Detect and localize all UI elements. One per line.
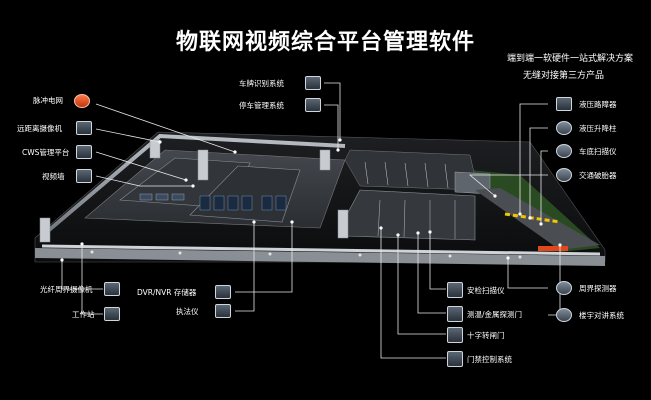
- subtitle-integration: 无缝对接第三方产品: [523, 68, 604, 81]
- label-dvr-nvr: DVR/NVR 存储器: [137, 288, 196, 298]
- label-cws-platform: CWS管理平台: [22, 148, 69, 158]
- video-wall-icon: [76, 169, 92, 183]
- label-turnstile: 十字转闸门: [467, 331, 505, 341]
- label-parking-management: 停车管理系统: [239, 101, 284, 111]
- label-pulse-fence: 脉冲电网: [33, 96, 63, 106]
- fiber-camera-icon: [104, 282, 120, 296]
- label-metal-detector-gate: 测温/金属探测门: [467, 310, 522, 320]
- hydraulic-barrier-icon: [556, 97, 572, 111]
- inspection-hall: [345, 190, 475, 240]
- red-barrier: [538, 246, 568, 251]
- dvr-nvr-icon: [215, 285, 231, 299]
- turnstile-icon: [447, 327, 463, 343]
- label-hydraulic-bollard: 液压升降柱: [579, 124, 617, 134]
- label-access-control: 门禁控制系统: [467, 355, 512, 365]
- label-law-enforcement-recorder: 执法仪: [176, 307, 199, 317]
- metal-detector-gate-icon: [447, 306, 463, 322]
- subtitle-solution: 端到端一软硬件一站式解决方案: [507, 51, 633, 64]
- label-fiber-perimeter-camera: 光纤周界摄像机: [40, 285, 93, 295]
- body-camera-icon: [215, 304, 231, 318]
- cws-monitor-icon: [76, 145, 92, 159]
- perimeter-detector-icon: [556, 281, 572, 295]
- intercom-icon: [556, 308, 572, 322]
- label-under-vehicle-scanner: 车底扫描仪: [579, 147, 617, 157]
- workstation-icon: [104, 307, 120, 321]
- long-range-camera-icon: [76, 121, 92, 135]
- plate-camera-icon: [305, 76, 321, 90]
- tire-breaker-icon: [556, 168, 572, 182]
- pulse-fence-icon: [74, 94, 90, 108]
- label-long-range-camera: 远距离摄像机: [17, 124, 62, 134]
- operator-desks: [140, 194, 184, 200]
- label-hydraulic-barrier: 液压路障器: [579, 100, 617, 110]
- label-security-scanner: 安检扫描仪: [467, 286, 505, 296]
- label-perimeter-detector: 周界探测器: [579, 284, 617, 294]
- label-intercom: 楼宇对讲系统: [579, 311, 624, 321]
- parking-terminal-icon: [305, 98, 321, 112]
- access-control-icon: [447, 351, 463, 367]
- security-scanner-icon: [447, 282, 463, 298]
- under-vehicle-scanner-icon: [556, 144, 572, 158]
- label-workstation: 工作站: [72, 310, 95, 320]
- label-video-wall: 视频墙: [42, 172, 65, 182]
- label-tire-breaker: 交通破胎器: [579, 171, 617, 181]
- hydraulic-bollard-icon: [556, 121, 572, 135]
- label-plate-recognition: 车牌识别系统: [239, 79, 284, 89]
